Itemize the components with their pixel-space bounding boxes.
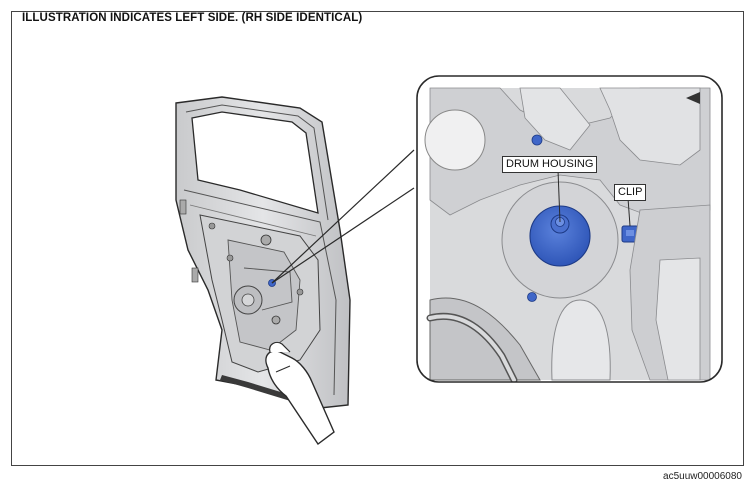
diagram-title: ILLUSTRATION INDICATES LEFT SIDE. (RH SI… (22, 12, 363, 24)
clip-label: CLIP (614, 184, 647, 201)
hand-illustration (265, 341, 335, 446)
detail-view (416, 75, 723, 383)
drum-housing-label: DRUM HOUSING (502, 156, 598, 173)
door-panel-illustration (175, 96, 351, 410)
detail-magnifier (271, 149, 415, 284)
figure-id: ac5uuw00006080 (663, 471, 742, 482)
